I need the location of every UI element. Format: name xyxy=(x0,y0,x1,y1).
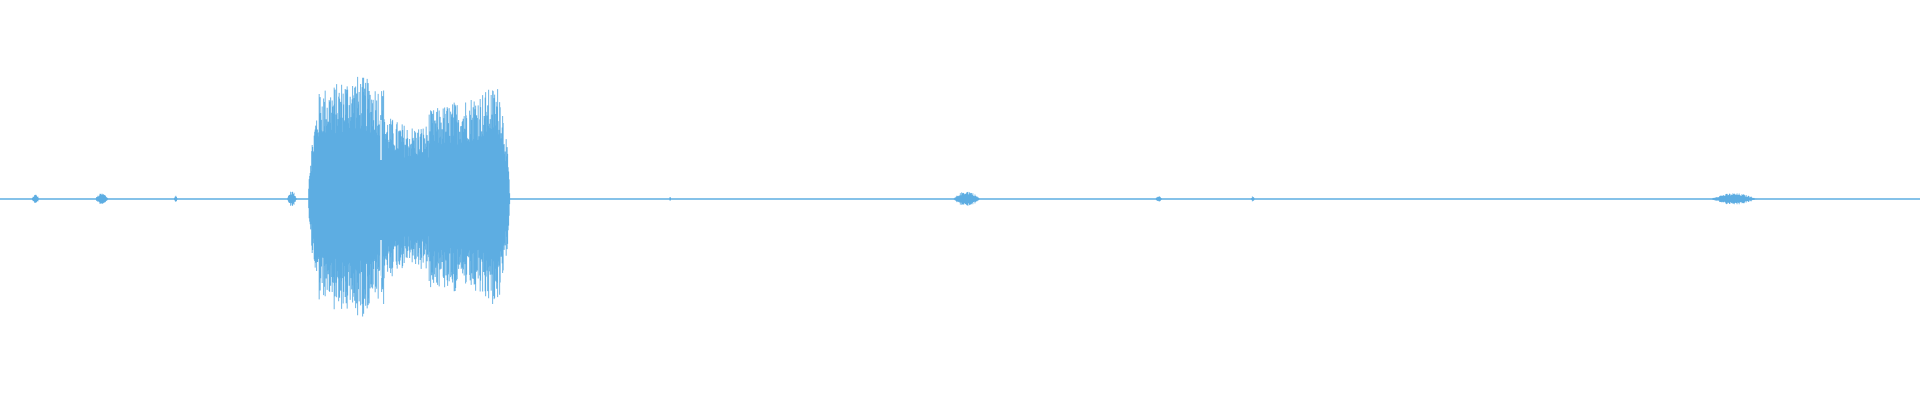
waveform-burst-7 xyxy=(1155,196,1163,202)
waveform-burst-6 xyxy=(953,191,981,206)
waveform-burst-9 xyxy=(1710,193,1758,205)
waveform-burst-8 xyxy=(1251,196,1255,202)
waveform-burst-2 xyxy=(174,195,178,202)
waveform-bursts xyxy=(31,76,1758,317)
waveform-burst-3 xyxy=(287,191,297,206)
waveform-burst-0 xyxy=(31,194,40,203)
waveform-burst-4 xyxy=(308,76,511,317)
waveform-burst-5 xyxy=(669,197,671,201)
waveform-burst-1 xyxy=(95,193,109,204)
